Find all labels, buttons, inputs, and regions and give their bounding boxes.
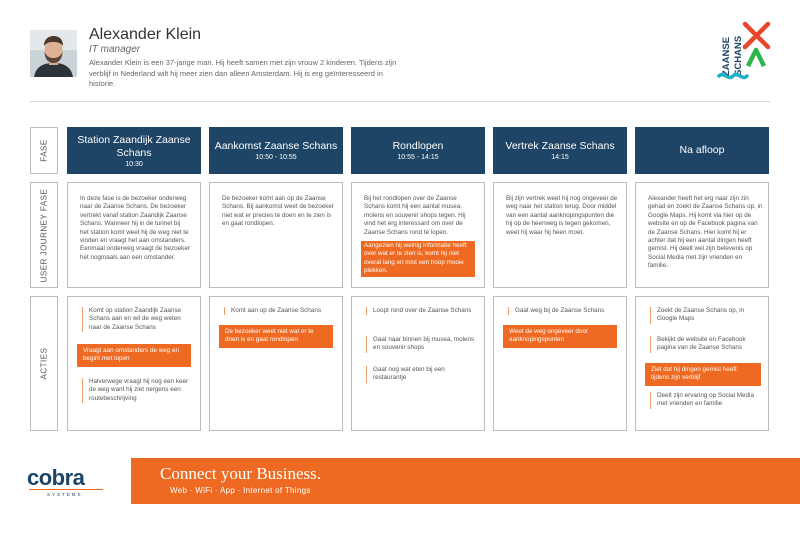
journey-text: Bij zijn vertrek weet hij nog ongeveer d… <box>506 195 618 236</box>
phase-header-4: Vertrek Zaanse Schans 14:15 <box>493 127 627 174</box>
action-item-highlight: Ziet dat hij dingen gemist heeft tijdens… <box>645 363 761 386</box>
action-item-highlight: De bezoeker weet niet wat er te doen is … <box>219 325 333 348</box>
phase-title: Aankomst Zaanse Schans <box>214 140 338 152</box>
logo-line1: ZAANSE <box>721 37 732 76</box>
phase-time: 10:30 <box>125 160 143 168</box>
footer-banner <box>131 458 800 504</box>
person-photo-icon <box>30 30 77 77</box>
person-role: IT manager <box>89 44 141 55</box>
phase-header-5: Na afloop <box>635 127 769 174</box>
action-item: Zoekt de Zaanse Schans op, in Google Map… <box>650 307 762 324</box>
actions-cell-4 <box>493 296 627 431</box>
row-label-journey-text: USER JOURNEY FASE <box>39 188 49 282</box>
header-divider <box>30 101 770 102</box>
actions-cell-3 <box>351 296 485 431</box>
cobra-systems-logo: cobra SYSTEMS <box>27 465 107 497</box>
cobra-brand-text: cobra <box>27 465 86 490</box>
phase-time: 14:15 <box>551 154 569 161</box>
action-item: Komt aan op de Zaanse Schans <box>224 307 334 316</box>
person-bio: Alexander Klein is een 37-jarige man. Hi… <box>89 58 397 88</box>
phase-header-2: Aankomst Zaanse Schans 10:50 - 10:55 <box>209 127 343 174</box>
cobra-sub-text: SYSTEMS <box>47 492 83 497</box>
journey-cell-4 <box>493 182 627 288</box>
zaanse-schans-logo: ZAANSE SCHANS <box>716 20 772 80</box>
footer-logo-area <box>0 458 131 504</box>
footer-services: Web · WiFi · App · Internet of Things <box>170 486 311 495</box>
action-item: Loopt rond over de Zaanse Schans <box>366 307 476 316</box>
phase-time: 10:55 - 14:15 <box>397 154 439 161</box>
journey-text: De bezoeker komt aan op de Zaanse Schans… <box>222 195 335 228</box>
phase-title: Station Zaandijk Zaanse Schans <box>77 133 191 159</box>
action-item: Gaat nog wat eten bij een restaurantje <box>366 366 476 383</box>
row-label-journey: USER JOURNEY FASE <box>30 182 58 288</box>
row-label-acties: ACTIES <box>30 296 58 431</box>
phase-title: Rondlopen <box>392 140 444 152</box>
phase-title: Vertrek Zaanse Schans <box>505 140 615 152</box>
phase-time: 10:50 - 10:55 <box>255 154 297 161</box>
row-label-acties-text: ACTIES <box>39 347 49 380</box>
actions-cell-2 <box>209 296 343 431</box>
footer-slogan: Connect your Business. <box>160 464 322 483</box>
avatar <box>30 30 77 77</box>
action-item: Gaat weg bij de Zaanse Schans <box>508 307 618 316</box>
phase-header-1: Station Zaandijk Zaanse Schans 10:30 <box>67 127 201 174</box>
journey-text: Bij het rondlopen over de Zaanse Schans … <box>364 195 466 236</box>
journey-text: In deze fase is de bezoeker onderweg naa… <box>80 195 190 261</box>
row-label-fase: FASE <box>30 127 58 174</box>
action-item: Bekijkt de website en Facebook pagina va… <box>650 336 762 353</box>
action-item-highlight: Vraagt aan omstanders de weg en begint m… <box>77 344 191 367</box>
phase-header-3: Rondlopen 10:55 - 14:15 <box>351 127 485 174</box>
row-label-fase-text: FASE <box>39 139 49 162</box>
action-item-highlight: Weet de weg ongeveer door aanknopingspun… <box>503 325 617 348</box>
action-item: Deelt zijn ervaring op Social Media met … <box>650 392 762 409</box>
person-name: Alexander Klein <box>89 26 202 43</box>
phase-title: Na afloop <box>679 143 725 156</box>
journey-cell-1 <box>67 182 201 288</box>
journey-cell-2 <box>209 182 343 288</box>
action-item: Komt op station Zaandijk Zaanse Schans a… <box>82 307 192 333</box>
journey-text: Alexander heeft het erg naar zijn zin ge… <box>648 195 763 270</box>
logo-line2: SCHANS <box>733 36 744 76</box>
action-item: Gaat naar binnen bij musea, molens en so… <box>366 336 476 353</box>
journey-highlight: Aangezien hij weinig informatie heeft ov… <box>361 241 475 277</box>
journey-cell-5 <box>635 182 769 288</box>
action-item: Halverwege vraagt hij nog een keer de we… <box>82 378 192 404</box>
